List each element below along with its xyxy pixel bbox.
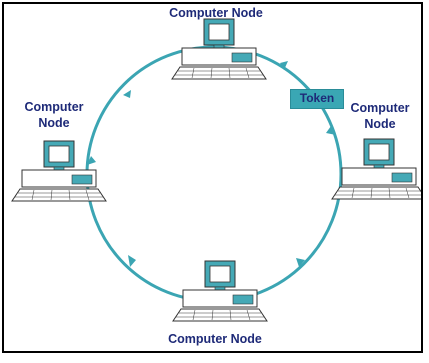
- ring-arrow-top-right: [280, 61, 288, 70]
- node-label-left-line2: Node: [38, 116, 70, 130]
- computer-node-right: [331, 138, 421, 200]
- computer-node-bottom: [172, 260, 268, 322]
- token-label: Token: [299, 91, 335, 105]
- node-label-top: Computer Node: [169, 6, 263, 20]
- ring-arrow-top-left: [123, 90, 131, 98]
- ring-arrow-bottom-left: [128, 255, 136, 267]
- computer-node-top: [171, 18, 267, 80]
- node-label-right-line1: Computer: [350, 101, 410, 115]
- ring-arrow-bottom-right: [296, 258, 305, 267]
- token-ring-diagram: [11, 18, 421, 322]
- node-label-bottom: Computer Node: [168, 332, 262, 346]
- diagram-frame: Computer Node Computer Node Computer Nod…: [2, 2, 423, 353]
- ring-arrow-right: [326, 126, 336, 135]
- computer-node-left: [11, 140, 107, 202]
- token-badge: Token: [290, 89, 344, 109]
- node-label-right-line2: Node: [364, 117, 396, 131]
- node-label-left-line1: Computer: [24, 100, 84, 114]
- ring-arrow-left: [87, 156, 96, 165]
